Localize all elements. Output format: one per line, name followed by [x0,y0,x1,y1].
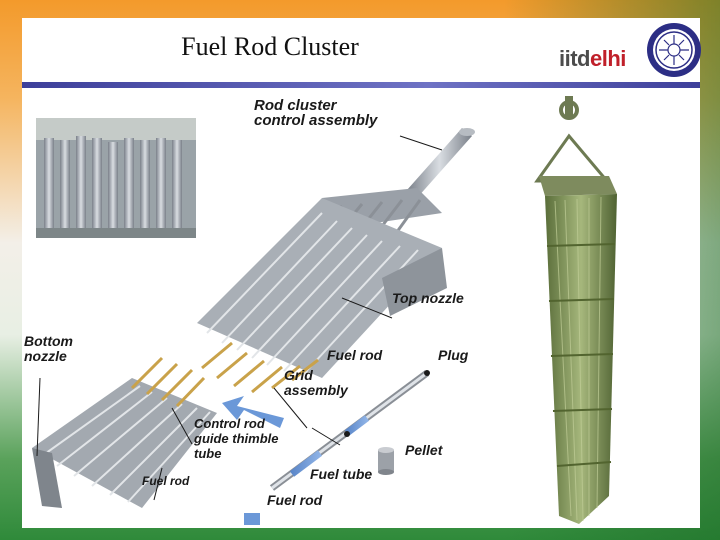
label-fuel-rod-mid: Fuel rod [327,347,383,363]
label-plug: Plug [438,347,469,363]
label-bottom-nozzle-line2: nozzle [24,348,67,364]
pellet-icon [378,447,394,475]
slide: Fuel Rod Cluster iitdelhi [22,18,701,528]
direction-arrow-icon [222,396,284,428]
iit-delhi-seal-icon [647,23,701,77]
lower-fuel-section [32,356,217,508]
label-control-rod: Control rod guide thimble tube [194,416,279,461]
label-rod-cluster: Rod cluster control assembly [254,98,377,128]
title-rule [22,82,700,88]
label-grid-assembly: Grid assembly [284,368,348,398]
label-control-line2: guide thimble [194,431,279,446]
label-bottom-nozzle: Bottom nozzle [24,334,73,364]
label-control-line1: Control rod [194,416,265,431]
iitd-logo-text: iitdelhi [559,46,626,72]
logo-part-iitd: iitd [559,46,591,71]
logo-part-elhi: elhi [590,46,626,71]
reactor-hall-photo [36,118,196,238]
label-rod-cluster-line2: control assembly [254,112,378,129]
label-grid-line1: Grid [284,367,313,383]
upper-fuel-section [197,198,447,394]
fuel-assembly-illustration [32,118,475,525]
label-fuel-tube: Fuel tube [310,466,373,482]
label-pellet: Pellet [405,442,443,458]
slide-title-text: Fuel Rod Cluster [181,32,359,61]
label-fuel-rod-bottom: Fuel rod [142,474,190,488]
label-control-line3: tube [194,446,222,461]
label-bottom-nozzle-line1: Bottom [24,333,73,349]
slide-title: Fuel Rod Cluster [22,32,668,62]
label-fuel-rod-legend: Fuel rod [267,492,323,508]
label-grid-line2: assembly [284,382,348,398]
fuel-assembly-photo [534,96,617,524]
fuel-rod-diagram [269,370,430,491]
label-top-nozzle: Top nozzle [392,290,464,306]
fuel-rod-legend-swatch [244,513,260,525]
label-rod-cluster-line1: Rod cluster [254,97,337,114]
